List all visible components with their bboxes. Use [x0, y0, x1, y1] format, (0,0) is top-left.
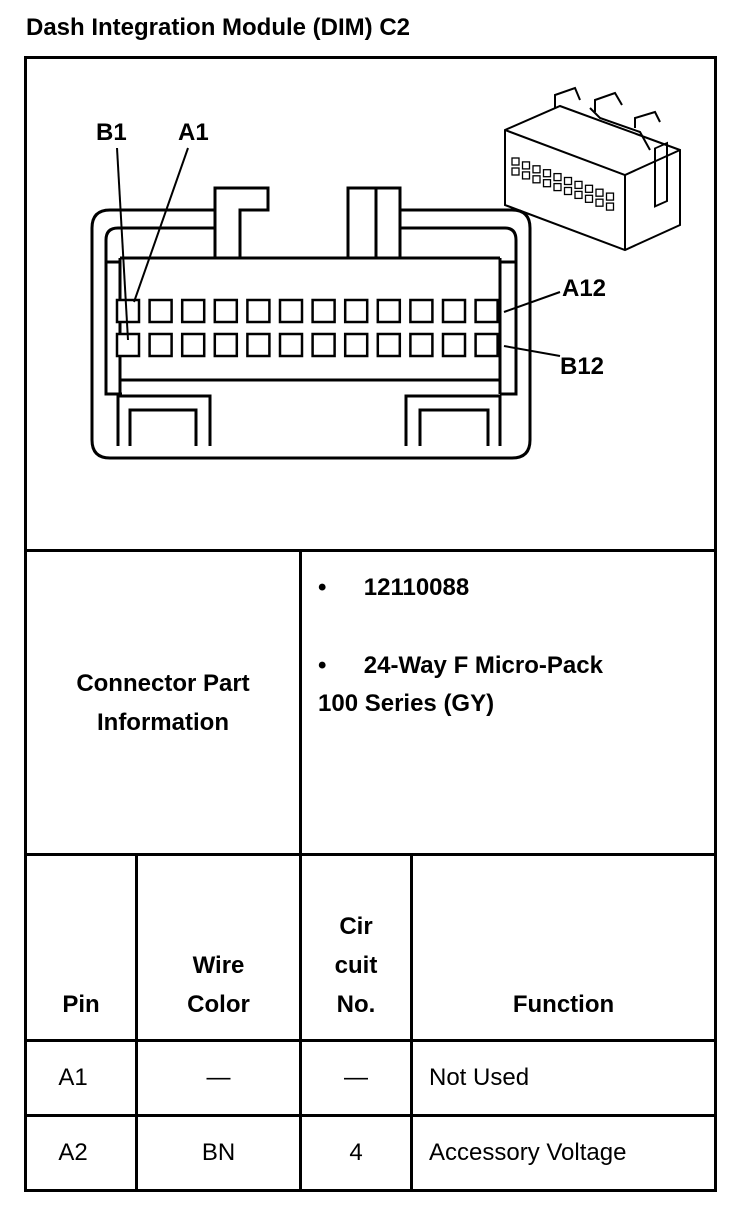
pin-cavity-a4	[213, 298, 239, 324]
pin-cavity-a2	[148, 298, 173, 324]
divider-row-1	[24, 1114, 717, 1117]
divider-connector-info	[24, 853, 717, 856]
divider-diagram	[24, 549, 717, 552]
pin-cavity-b2	[148, 332, 173, 358]
pin-cavity-b3	[180, 332, 206, 358]
divider-table-header	[24, 1039, 717, 1042]
connector-face-drawing: B1 A1 A12 B12	[90, 86, 681, 460]
iso-cavity	[542, 179, 552, 188]
row2-pin: A2	[58, 1139, 88, 1166]
pin-cavity-b8	[343, 332, 369, 358]
iso-cavity	[511, 157, 520, 166]
iso-cavity	[532, 165, 541, 174]
bullet-1: •	[318, 574, 327, 601]
bullet-2: •	[318, 652, 327, 679]
pin-cavity-a12	[474, 298, 499, 324]
bottom-key-right	[404, 394, 502, 446]
part-number-line: • 12110088	[318, 574, 469, 602]
header-pin: Pin	[62, 991, 100, 1018]
pin-cavity-a7	[311, 298, 336, 324]
description-part1: 24-Way F Micro-Pack	[363, 652, 603, 679]
description-line-2: 100 Series (GY)	[318, 690, 495, 717]
row2-wire-color: BN	[201, 1139, 236, 1166]
leader-b12	[503, 345, 561, 357]
housing-inner-right	[400, 226, 518, 396]
pin-cavity-a11	[441, 298, 467, 324]
iso-cavity	[521, 161, 531, 170]
divider-col-pin	[135, 853, 138, 1192]
iso-cavity	[605, 192, 615, 201]
divider-col-wire	[299, 853, 302, 1192]
bottom-key-left	[116, 394, 212, 446]
label-b12: B12	[560, 353, 604, 380]
latch-left	[213, 186, 270, 258]
iso-cavity	[595, 188, 604, 197]
pin-cavity-b9	[376, 332, 402, 358]
connector-info-label: Connector Part Information	[27, 552, 299, 853]
connector-table-frame	[24, 56, 717, 1192]
divider-info-columns	[299, 549, 302, 856]
iso-cavity	[563, 186, 573, 196]
pin-cavity-b5	[246, 332, 271, 358]
leader-a1	[133, 147, 189, 303]
iso-cavity	[574, 190, 583, 200]
pin-cavity-a5	[246, 298, 271, 324]
iso-cavity	[532, 175, 541, 184]
row1-circuit: —	[344, 1064, 368, 1091]
pin-cavity-b7	[311, 332, 336, 358]
pin-cavity-a8	[343, 298, 369, 324]
iso-cavity	[584, 194, 594, 203]
pin-cavity-a1	[115, 298, 141, 324]
page-title: Dash Integration Module (DIM) C2	[26, 14, 410, 41]
iso-cavity	[553, 182, 562, 192]
row1-pin: A1	[58, 1064, 88, 1091]
iso-cavity	[595, 198, 604, 207]
housing-outline	[90, 208, 532, 460]
iso-cavity	[521, 171, 531, 180]
iso-cavity	[584, 184, 594, 193]
iso-cavity	[511, 167, 520, 176]
pin-cavity-b10	[409, 332, 434, 358]
pin-cavity-b4	[213, 332, 239, 358]
leader-a12	[503, 291, 561, 313]
pin-cavity-b6	[278, 332, 304, 358]
pin-cavity-a9	[376, 298, 402, 324]
iso-cavity	[563, 176, 573, 186]
iso-cavity	[574, 180, 583, 190]
pin-cavity-a10	[409, 298, 434, 324]
divider-col-circuit	[410, 853, 413, 1192]
label-b1: B1	[96, 119, 127, 146]
header-circuit-no: Cir cuit No.	[334, 913, 378, 1018]
pin-cavity-a3	[180, 298, 206, 324]
header-function: Function	[512, 991, 615, 1018]
row2-circuit: 4	[349, 1139, 363, 1166]
iso-cavity	[553, 172, 562, 182]
pin-cavity-b12	[474, 332, 499, 358]
connector-info-label-line2: Information	[96, 708, 229, 736]
label-a12: A12	[562, 275, 606, 302]
leader-b1	[116, 147, 129, 341]
pin-cavity-b11	[441, 332, 467, 358]
connector-info-label-line1: Connector Part	[76, 669, 250, 697]
iso-cavity	[542, 169, 552, 178]
pin-cavity-a6	[278, 298, 304, 324]
connector-isometric-view	[504, 86, 681, 252]
latch-right	[346, 186, 402, 258]
row1-wire-color: —	[206, 1064, 231, 1091]
header-wire-color: Wire Color	[187, 952, 250, 1018]
connector-diagram: B1 A1 A12 B12	[27, 59, 714, 549]
row2-function: Accessory Voltage	[429, 1139, 627, 1166]
label-a1: A1	[178, 119, 209, 146]
part-number: 12110088	[363, 574, 470, 601]
row1-function: Not Used	[429, 1064, 530, 1091]
housing-inner-left	[104, 226, 215, 396]
iso-cavity	[605, 202, 615, 211]
description-line-1: • 24-Way F Micro-Pack	[318, 652, 603, 680]
